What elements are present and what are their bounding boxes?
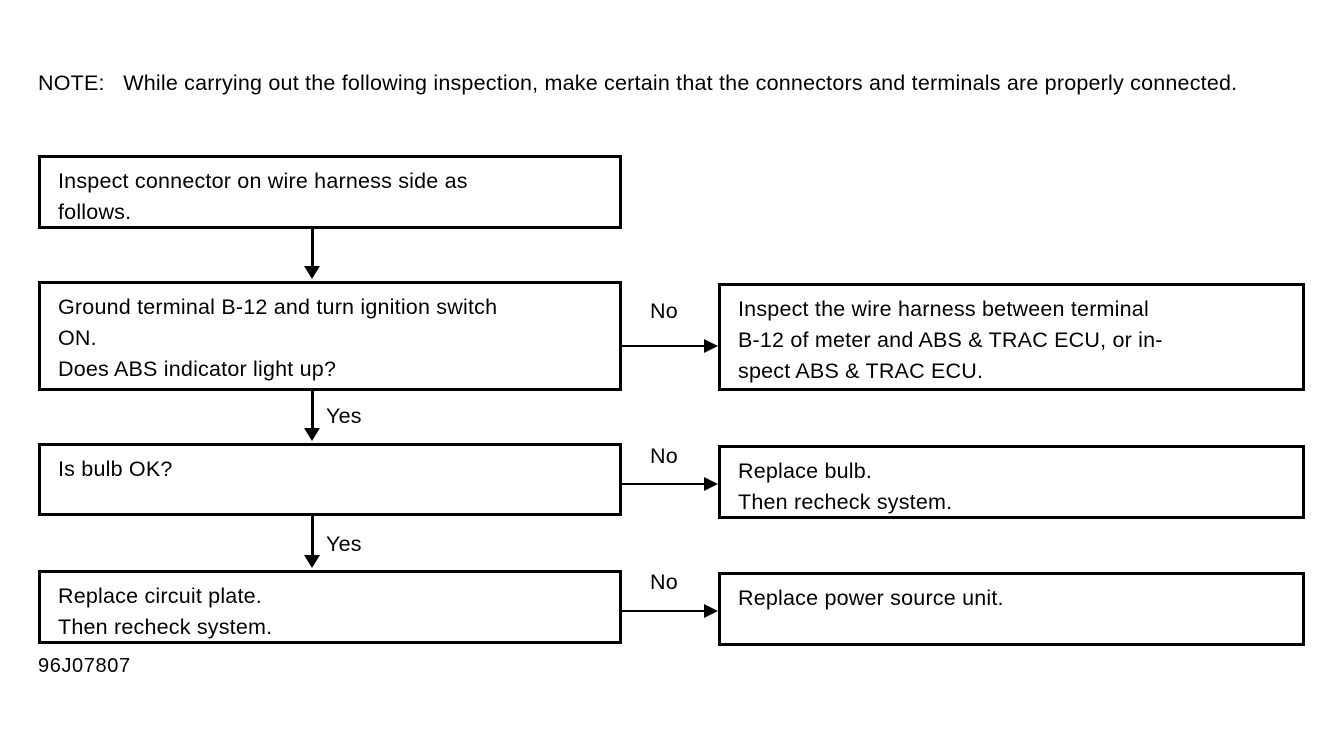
connector-arrow-no-3 <box>704 604 718 618</box>
flow-box-text: Replace bulb. Then recheck system. <box>738 459 953 514</box>
edge-label-yes-1: Yes <box>326 404 362 428</box>
connector-arrow-no-2 <box>704 477 718 491</box>
flow-box-replace-power-source: Replace power source unit. <box>718 572 1305 646</box>
flow-box-replace-bulb: Replace bulb. Then recheck system. <box>718 445 1305 519</box>
flow-box-text: Ground terminal B-12 and turn ignition s… <box>58 295 498 381</box>
note-paragraph: NOTE: While carrying out the following i… <box>38 71 1238 95</box>
connector-line-no-3 <box>622 610 706 612</box>
flow-box-text: Inspect connector on wire harness side a… <box>58 169 468 224</box>
connector-arrow-yes-1 <box>304 428 320 441</box>
connector-line-no-1 <box>622 345 706 347</box>
connector-line-yes-1 <box>311 391 314 429</box>
flow-box-text: Replace circuit plate. Then recheck syst… <box>58 584 273 639</box>
flow-box-is-bulb-ok: Is bulb OK? <box>38 443 622 516</box>
connector-arrow-1 <box>304 266 320 279</box>
flow-box-text: Replace power source unit. <box>738 586 1004 610</box>
edge-label-no-2: No <box>650 444 678 468</box>
flow-box-replace-circuit-plate: Replace circuit plate. Then recheck syst… <box>38 570 622 644</box>
reference-code: 96J07807 <box>38 655 131 677</box>
connector-line-1 <box>311 229 314 268</box>
flow-box-inspect-wire-harness: Inspect the wire harness between termina… <box>718 283 1305 391</box>
flow-box-text: Is bulb OK? <box>58 457 173 481</box>
connector-line-yes-2 <box>311 516 314 556</box>
connector-line-no-2 <box>622 483 706 485</box>
connector-arrow-no-1 <box>704 339 718 353</box>
edge-label-no-1: No <box>650 299 678 323</box>
edge-label-yes-2: Yes <box>326 532 362 556</box>
edge-label-no-3: No <box>650 570 678 594</box>
flow-box-ground-terminal: Ground terminal B-12 and turn ignition s… <box>38 281 622 391</box>
flow-box-inspect-connector: Inspect connector on wire harness side a… <box>38 155 622 229</box>
flow-box-text: Inspect the wire harness between termina… <box>738 297 1163 383</box>
connector-arrow-yes-2 <box>304 555 320 568</box>
